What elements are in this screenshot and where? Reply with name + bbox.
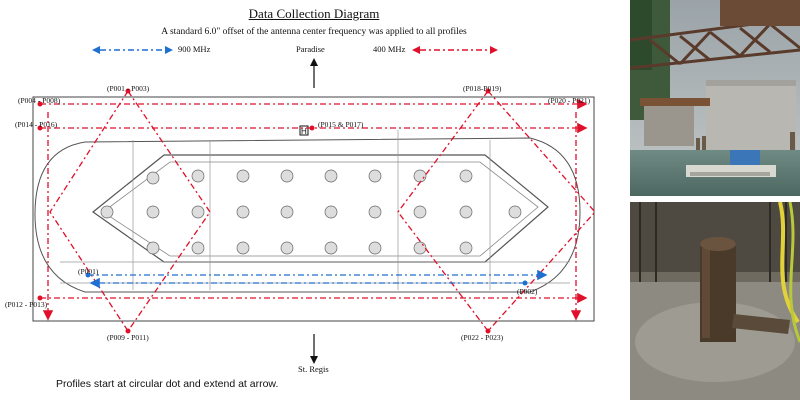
- diagram-subtitle: A standard 6.0" offset of the antenna ce…: [161, 27, 467, 37]
- profile-label: (P020 - P021): [548, 96, 591, 105]
- diagram-footnote: Profiles start at circular dot and exten…: [56, 378, 279, 390]
- north-arrow: [310, 58, 318, 88]
- timber-pile-photo: [630, 202, 800, 400]
- profiles-900mhz: [88, 269, 548, 289]
- footing-inner: [102, 161, 539, 257]
- profile-label: (P001): [78, 267, 99, 276]
- south-arrow: [310, 334, 318, 364]
- profile-label: (P002): [517, 287, 538, 296]
- survey-boundary: [32, 96, 595, 322]
- svg-text:H: H: [301, 127, 307, 136]
- profile-label: (P004 - P008): [18, 96, 61, 105]
- construction-lines: [60, 130, 570, 290]
- profile-label: (P018-P019): [463, 84, 502, 93]
- pier-outline: [34, 137, 581, 293]
- footing-outline: [92, 154, 549, 263]
- profile-label: (P009 - P011): [107, 333, 149, 342]
- legend-900mhz-swatch: [92, 46, 173, 54]
- profile-label: (P012 - P013): [5, 300, 48, 309]
- pile-grid: [100, 169, 522, 255]
- south-label: St. Regis: [298, 364, 329, 374]
- profile-label: (P001 - P003): [107, 84, 150, 93]
- profiles-400mhz: [40, 90, 596, 332]
- legend-900mhz-label: 900 MHz: [178, 44, 211, 54]
- profile-label: (P022 - P023): [461, 333, 504, 342]
- profile-label: (P015 & P017): [318, 120, 364, 129]
- data-collection-diagram: H Data Collection Diagram: [5, 6, 596, 390]
- profile-start-dots-400: [37, 88, 491, 334]
- bridge-pier-photo: [630, 0, 800, 196]
- legend-400mhz-label: 400 MHz: [373, 44, 406, 54]
- diagram-drawing: H: [32, 46, 596, 364]
- h-marker: H: [299, 125, 309, 136]
- legend-400mhz-swatch: [412, 46, 498, 54]
- diagram-title: Data Collection Diagram: [248, 6, 380, 21]
- profile-start-dots-900: [85, 272, 528, 286]
- north-label: Paradise: [296, 44, 325, 54]
- profile-label: (P014 - P016): [15, 120, 58, 129]
